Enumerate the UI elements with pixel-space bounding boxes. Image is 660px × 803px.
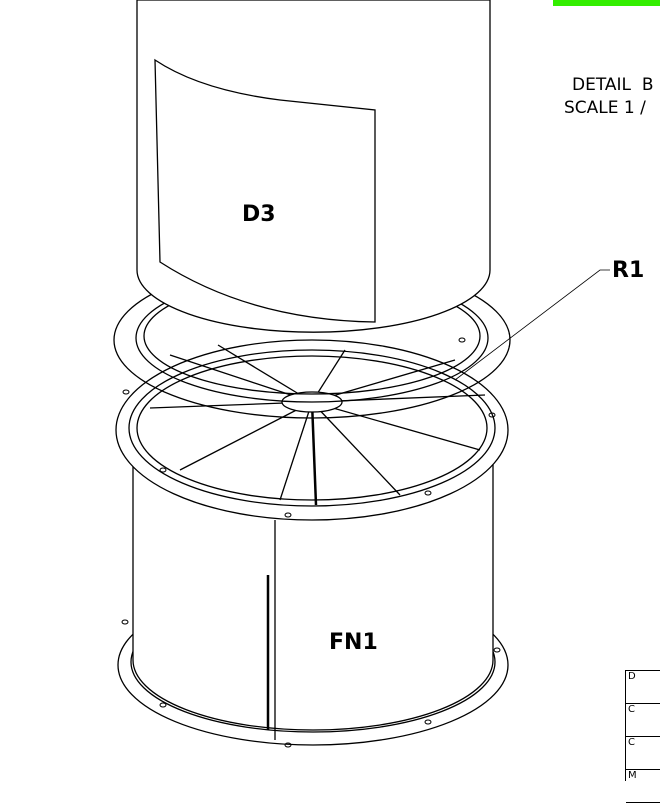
selection-highlight-bar xyxy=(553,0,660,6)
label-r1: R1 xyxy=(612,258,645,283)
title-block-cell: C xyxy=(626,737,660,770)
title-block-cell: C xyxy=(626,704,660,737)
cad-drawing xyxy=(113,0,610,748)
title-block-cell: M xyxy=(626,770,660,803)
detail-title: DETAIL B xyxy=(572,75,654,95)
detail-scale: SCALE 1 / xyxy=(564,98,646,118)
label-d3: D3 xyxy=(242,202,276,227)
r1-leader-line xyxy=(454,269,610,381)
label-fn1: FN1 xyxy=(329,630,378,655)
title-block-cell: D xyxy=(626,671,660,704)
bolt-holes xyxy=(121,337,501,748)
title-block: D C C M xyxy=(625,670,660,803)
duct-d3 xyxy=(136,0,491,333)
